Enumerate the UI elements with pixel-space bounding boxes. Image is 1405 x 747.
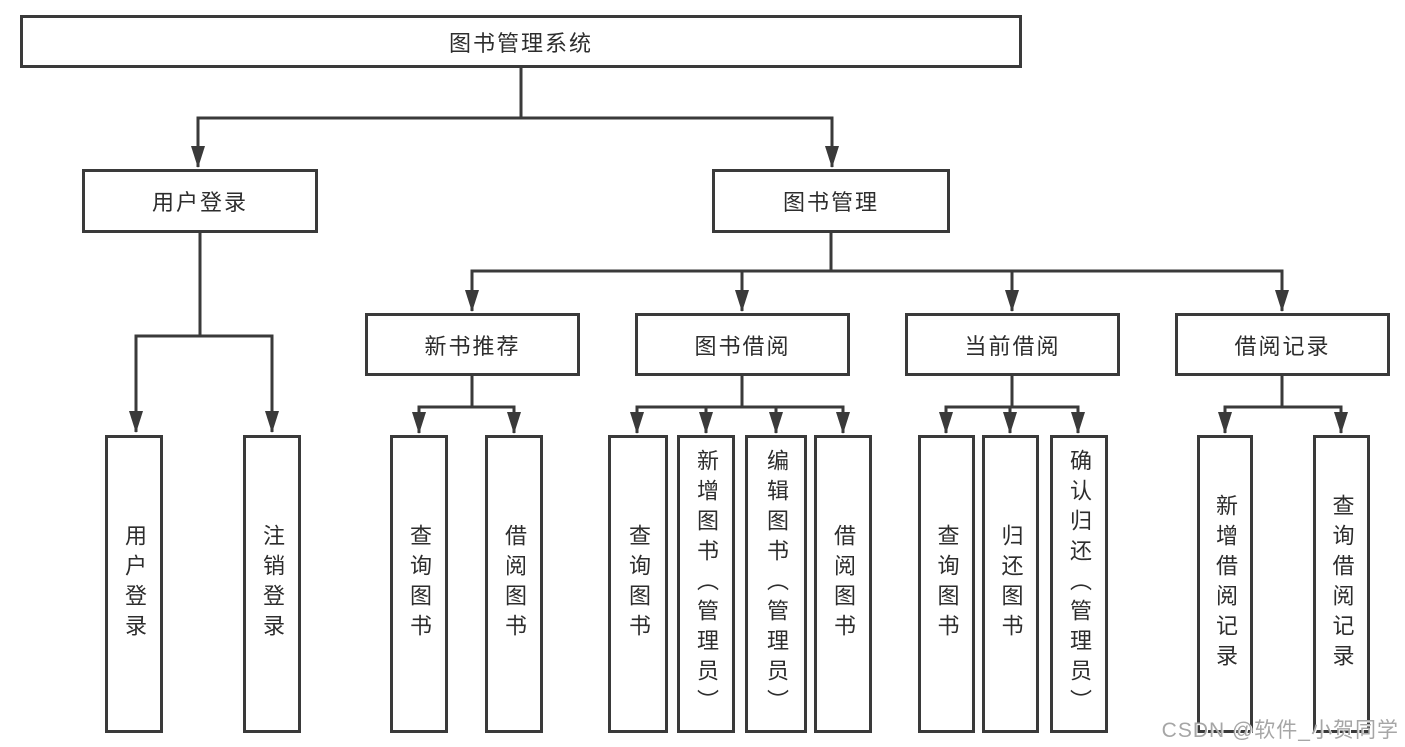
node-bb-edit-book: 编辑图书（管理员） — [745, 435, 807, 733]
leaf-label: 确认归还（管理员） — [1067, 449, 1092, 719]
leaf-label: 查询图书 — [626, 524, 651, 644]
leaf-label: 借阅图书 — [502, 524, 527, 644]
node-book-mgmt: 图书管理 — [712, 169, 950, 233]
leaf-label: 注销登录 — [260, 524, 285, 644]
leaf-label: 借阅图书 — [831, 524, 856, 644]
node-nb-borrow-book: 借阅图书 — [485, 435, 543, 733]
node-cb-query-book: 查询图书 — [918, 435, 975, 733]
leaf-label: 新增图书（管理员） — [694, 449, 719, 719]
node-cb-return-book: 归还图书 — [982, 435, 1039, 733]
leaf-label: 归还图书 — [998, 524, 1024, 644]
leaf-label: 用户登录 — [122, 524, 147, 644]
node-leaf-user-login: 用户登录 — [105, 435, 163, 733]
node-bb-borrow-book: 借阅图书 — [814, 435, 872, 733]
node-nb-query-book: 查询图书 — [390, 435, 448, 733]
node-root: 图书管理系统 — [20, 15, 1022, 68]
leaf-label: 查询图书 — [407, 524, 432, 644]
node-user-login: 用户登录 — [82, 169, 318, 233]
leaf-label: 新增借阅记录 — [1213, 494, 1238, 674]
csdn-watermark: CSDN @软件_小贺同学 — [1161, 719, 1399, 742]
node-new-book-rec: 新书推荐 — [365, 313, 580, 376]
node-book-borrow: 图书借阅 — [635, 313, 850, 376]
node-borrow-records: 借阅记录 — [1175, 313, 1390, 376]
node-br-add-record: 新增借阅记录 — [1197, 435, 1253, 733]
node-cb-confirm-return: 确认归还（管理员） — [1050, 435, 1108, 733]
node-current-borrow: 当前借阅 — [905, 313, 1120, 376]
node-bb-add-book: 新增图书（管理员） — [677, 435, 735, 733]
leaf-label: 查询图书 — [934, 524, 960, 644]
node-br-query-record: 查询借阅记录 — [1313, 435, 1370, 733]
node-bb-query-book: 查询图书 — [608, 435, 668, 733]
leaf-label: 编辑图书（管理员） — [764, 449, 789, 719]
leaf-label: 查询借阅记录 — [1329, 494, 1355, 674]
node-leaf-logout: 注销登录 — [243, 435, 301, 733]
